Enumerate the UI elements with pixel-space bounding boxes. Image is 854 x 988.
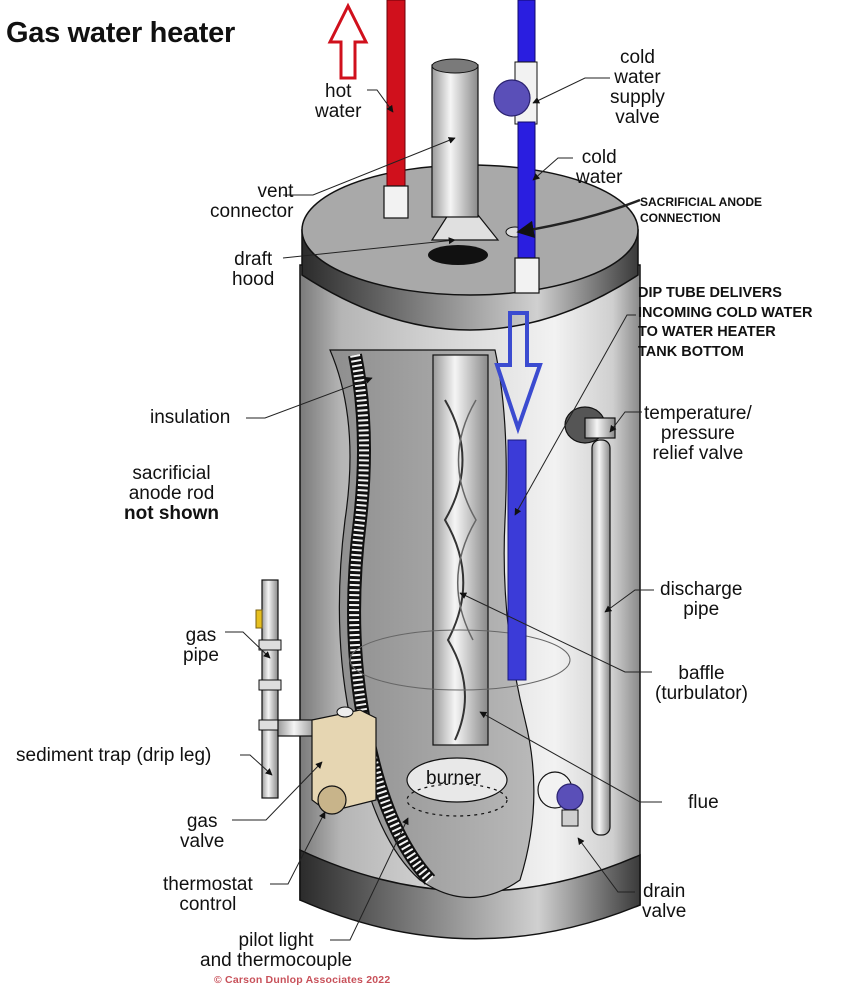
- leader-lines: [225, 77, 662, 941]
- cold-water-supply-valve-handle: [493, 79, 531, 117]
- not-shown-note: not shown: [124, 503, 219, 524]
- label-line: vent: [257, 181, 294, 202]
- label-flue: flue: [688, 793, 719, 813]
- label-line: SACRIFICIAL ANODE: [640, 195, 763, 209]
- label-sacrificial-anode-rod: sacrificial anode rod not shown: [124, 464, 219, 524]
- label-dip-tube: DIP TUBE DELIVERS INCOMING COLD WATER TO…: [638, 284, 813, 362]
- copyright-notice: © Carson Dunlop Associates 2022: [214, 974, 391, 986]
- label-cold-water: cold water: [576, 148, 622, 188]
- label-line: drain: [643, 881, 686, 902]
- label-line: sediment trap (drip leg): [16, 745, 212, 766]
- label-line: pipe: [683, 599, 720, 620]
- label-line: cold: [581, 147, 617, 168]
- label-line: valve: [615, 107, 660, 128]
- label-line: control: [179, 894, 237, 915]
- tank: [299, 264, 641, 940]
- label-line: supply: [610, 87, 665, 108]
- label-line: gas: [185, 625, 217, 646]
- label-baffle: baffle (turbulator): [655, 664, 748, 704]
- label-line: valve: [642, 901, 687, 922]
- label-line: discharge: [660, 579, 743, 600]
- label-line: cold: [620, 47, 655, 68]
- label-line: hood: [232, 269, 275, 290]
- label-line: sacrificial: [132, 463, 211, 484]
- label-line: CONNECTION: [640, 211, 721, 225]
- label-line: (turbulator): [655, 683, 748, 704]
- hot-water-pipe: [383, 0, 409, 219]
- label-line: burner: [426, 768, 481, 789]
- label-line: water: [315, 101, 362, 122]
- label-temperature-pressure-relief-valve: temperature/ pressure relief valve: [644, 404, 752, 464]
- label-sacrificial-anode-connection: SACRIFICIAL ANODE CONNECTION: [640, 194, 762, 226]
- hot-water-arrow: [327, 2, 369, 80]
- label-line: pressure: [660, 423, 735, 444]
- label-burner: burner: [426, 769, 481, 789]
- label-line: temperature/: [644, 403, 752, 424]
- label-line: and thermocouple: [200, 950, 353, 971]
- label-line: DIP TUBE DELIVERS: [638, 285, 782, 301]
- label-line: pilot light: [238, 930, 314, 951]
- label-line: insulation: [150, 407, 231, 428]
- label-insulation: insulation: [150, 408, 230, 428]
- label-line: TANK BOTTOM: [638, 343, 744, 360]
- label-line: connector: [210, 201, 294, 222]
- label-line: flue: [688, 792, 719, 813]
- label-gas-pipe: gas pipe: [183, 626, 219, 666]
- diagram-title: Gas water heater: [6, 17, 235, 49]
- label-drain-valve: drain valve: [642, 882, 686, 922]
- label-line: water: [614, 67, 661, 88]
- label-vent-connector: vent connector: [210, 182, 293, 222]
- label-gas-valve: gas valve: [180, 812, 224, 852]
- label-line: gas: [186, 811, 218, 832]
- label-line: baffle: [678, 663, 725, 684]
- label-line: valve: [180, 831, 225, 852]
- gas-supply: [255, 579, 377, 815]
- label-line: relief valve: [652, 443, 744, 464]
- label-cold-water-supply-valve: cold water supply valve: [610, 48, 665, 128]
- label-line: anode rod: [128, 483, 215, 504]
- label-line: thermostat: [163, 874, 253, 895]
- label-line: hot: [325, 81, 352, 102]
- label-sediment-trap: sediment trap (drip leg): [16, 746, 211, 766]
- label-draft-hood: draft hood: [232, 250, 274, 290]
- label-line: INCOMING COLD WATER: [638, 304, 813, 321]
- label-line: pipe: [183, 645, 219, 666]
- label-hot-water: hot water: [315, 82, 361, 122]
- label-discharge-pipe: discharge pipe: [660, 580, 742, 620]
- label-line: water: [576, 167, 623, 188]
- label-line: TO WATER HEATER: [638, 324, 776, 340]
- label-line: draft: [234, 249, 273, 270]
- label-thermostat-control: thermostat control: [163, 875, 253, 915]
- label-pilot-light: pilot light and thermocouple: [200, 931, 352, 971]
- dip-tube-arrow: [494, 311, 543, 435]
